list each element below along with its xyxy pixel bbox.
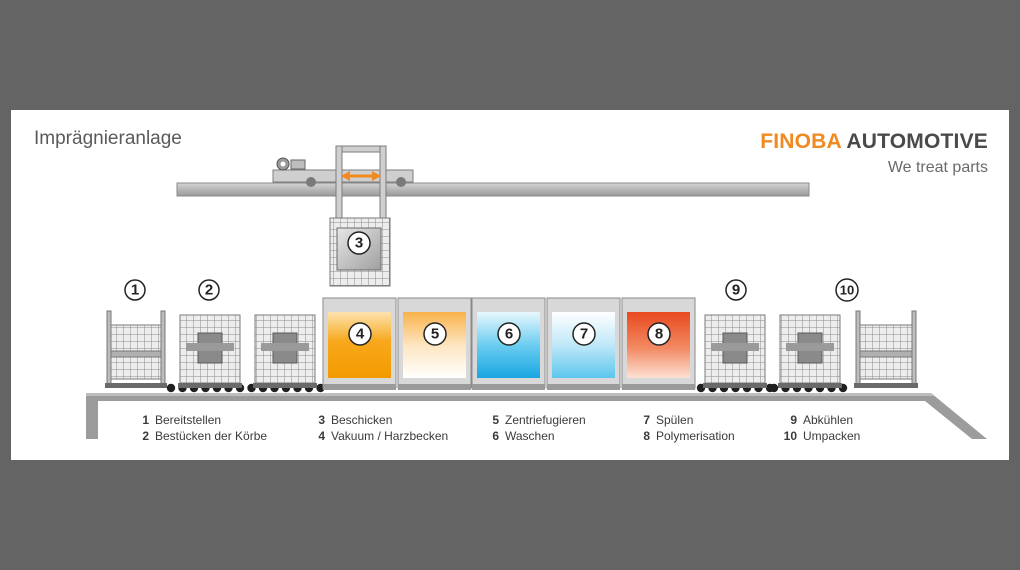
tanks: [322, 297, 696, 390]
basket-9b: [778, 314, 842, 388]
brand-part2: AUTOMOTIVE: [846, 130, 988, 153]
svg-text:4: 4: [356, 326, 365, 343]
step-markers: 3 1 2 9 10 4 5 6 7 8: [124, 231, 859, 346]
svg-text:7: 7: [580, 326, 588, 343]
svg-text:2: 2: [205, 282, 213, 299]
marker-1: 1: [124, 279, 146, 301]
brand-logo: FINOBA AUTOMOTIVE: [760, 130, 988, 154]
brand-part1: FINOBA: [760, 130, 842, 153]
marker-8: 8: [647, 322, 671, 346]
marker-3: 3: [347, 231, 371, 255]
trolley: [272, 145, 414, 232]
basket-1: [105, 310, 167, 388]
basket-10: [854, 310, 918, 388]
marker-6: 6: [497, 322, 521, 346]
brand-slogan: We treat parts: [887, 159, 988, 176]
marker-7: 7: [572, 322, 596, 346]
marker-9: 9: [725, 279, 747, 301]
svg-text:6: 6: [505, 326, 513, 343]
marker-5: 5: [423, 322, 447, 346]
svg-text:8: 8: [655, 326, 663, 343]
marker-2: 2: [198, 279, 220, 301]
floor-top-edge: [86, 393, 935, 396]
basket-2a: [178, 314, 242, 388]
overhead-rail: [176, 182, 810, 197]
svg-text:3: 3: [355, 235, 363, 252]
svg-text:9: 9: [732, 282, 740, 299]
hoisted-basket: [329, 217, 391, 287]
svg-text:1: 1: [131, 282, 139, 299]
basket-2b: [253, 314, 317, 388]
page-title: Imprägnieranlage: [34, 128, 182, 149]
svg-text:10: 10: [840, 283, 854, 298]
basket-9a: [703, 314, 767, 388]
diagram-panel: 3 1 2 9 10 4 5 6 7 8 Imprägnieranlage FI…: [11, 110, 1009, 460]
plant-diagram: 3 1 2 9 10 4 5 6 7 8: [86, 145, 987, 439]
baskets: [105, 310, 918, 388]
marker-10: 10: [835, 278, 859, 302]
marker-4: 4: [348, 322, 372, 346]
floor-base: [86, 393, 987, 439]
svg-text:5: 5: [431, 326, 439, 343]
